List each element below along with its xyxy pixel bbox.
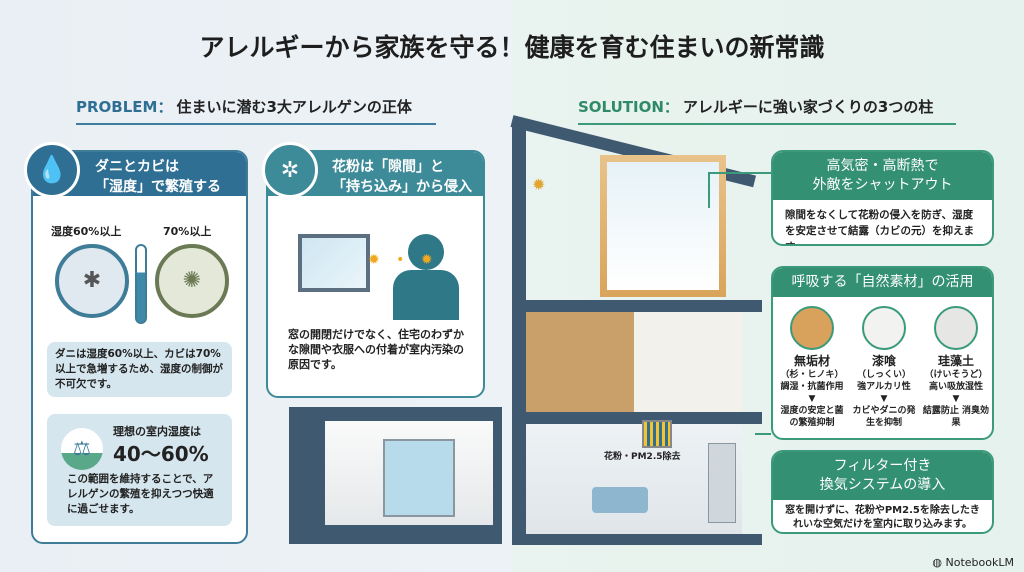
ventilation-unit [708, 443, 736, 523]
natural-material-room [526, 312, 742, 412]
ideal-humidity-box: ⚖ 理想の室内湿度は 40〜60% この範囲を維持することで、アレルゲンの繁殖を… [47, 414, 232, 526]
pollen-outside-icon: ✹ [532, 175, 546, 194]
person-head [408, 234, 444, 270]
pillar-natural-materials: 呼吸する「自然素材」の活用 無垢材（杉・ヒノキ）調湿・抗菌作用▼湿度の安定と菌の… [771, 266, 994, 440]
page-title: アレルギーから家族を守る！健康を育む住まいの新常識 [199, 33, 825, 62]
mite-icon: ✱ [55, 244, 129, 318]
material-muku: 無垢材（杉・ヒノキ）調湿・抗菌作用▼湿度の安定と菌の繁殖抑制 [777, 306, 847, 429]
sofa-icon [592, 487, 648, 513]
water-drop-icon: 💧 [24, 142, 80, 198]
wood-swatch [790, 306, 834, 350]
window-pollen-icon: ✲ [262, 142, 318, 198]
ideal-humidity-value: 40〜60% [113, 442, 209, 466]
problem-heading: PROBLEM：住まいに潜む3大アレルゲンの正体 [76, 96, 436, 125]
sliding-door [383, 439, 455, 517]
insulated-attic [600, 155, 726, 297]
notebooklm-brand: ◍ NotebookLM [932, 556, 1014, 569]
plaster-swatch [862, 306, 906, 350]
thermometer-icon [135, 244, 147, 324]
solution-heading: SOLUTION：アレルギーに強い家づくりの3つの柱 [578, 96, 956, 125]
filter-icon [642, 420, 672, 448]
pollen-icon: ✹ • ✹ [368, 252, 439, 268]
house-cross-section-solution: ✹ [510, 115, 762, 545]
pillar-ventilation: フィルター付き換気システムの導入 窓を開けずに、花粉やPM2.5を除去したきれい… [771, 450, 994, 534]
balance-scale-icon: ⚖ [61, 428, 103, 470]
house-cross-section-problem [289, 407, 502, 544]
humidity-card: ダニとカビは 「湿度」で繁殖する 湿度60%以上 70%以上 ✱ ✺ ダニは湿度… [31, 150, 248, 544]
pollen-note: 窓の開閉だけでなく、住宅のわずかな隙間や衣服への付着が室内汚染の原因です。 [288, 328, 464, 371]
ventilated-room [526, 424, 742, 534]
filter-label: 花粉・PM2.5除去 [604, 452, 681, 462]
material-keisoudo: 珪藻土（けいそうど）高い吸放湿性▼結露防止 消臭効果 [921, 306, 991, 429]
material-shikkui: 漆喰（しっくい）強アルカリ性▼カビやダニの発生を抑制 [849, 306, 919, 429]
pillar-airtight: 高気密・高断熱で外敵をシャットアウト 隙間をなくして花粉の侵入を防ぎ、湿度を安定… [771, 150, 994, 246]
diatomite-swatch [934, 306, 978, 350]
mold-threshold: 70%以上 [163, 225, 212, 238]
pollen-card: 花粉は「隙間」と 「持ち込み」から侵入 ✹ • ✹ 窓の開閉だけでなく、住宅のわ… [266, 150, 485, 398]
mite-threshold: 湿度60%以上 [51, 225, 122, 238]
mold-icon: ✺ [155, 244, 229, 318]
window-illustration [298, 234, 370, 292]
connector-line [708, 172, 771, 174]
person-icon [393, 270, 459, 320]
humidity-note: ダニは湿度60%以上、カビは70%以上で急増するため、湿度の制御が不可欠です。 [47, 342, 232, 397]
